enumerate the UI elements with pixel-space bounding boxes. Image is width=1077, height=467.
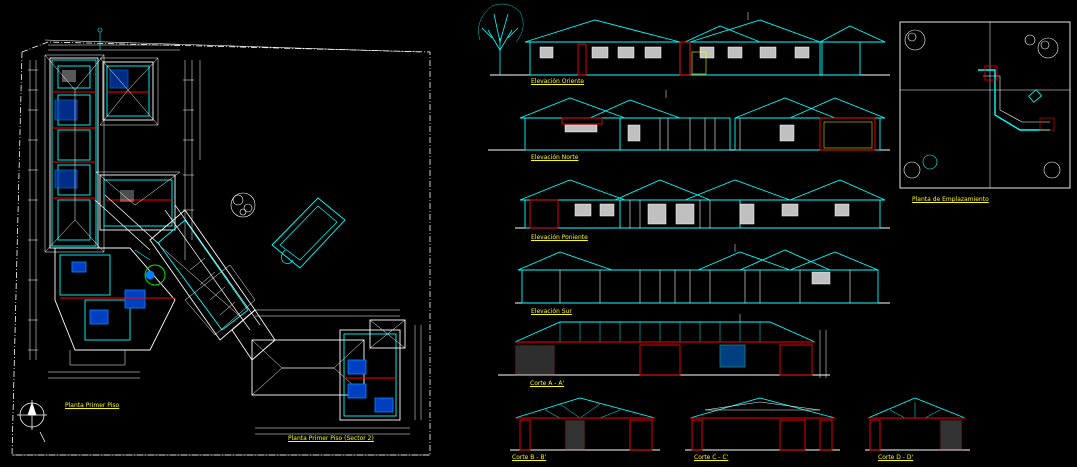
site-plan [899, 21, 1071, 189]
elevation-norte [488, 90, 890, 151]
title-elevacion-oriente: Elevación Oriente [531, 78, 585, 85]
south-wing [231, 309, 406, 421]
title-corte-b: Corte B - B' [512, 454, 547, 461]
north-arrow-icon [17, 400, 47, 443]
title-planta-primer-piso-sector-2: Planta Primer Piso (Sector 2) [288, 436, 374, 442]
section-a [498, 314, 830, 378]
title-corte-a: Corte A - A' [530, 380, 565, 387]
section-c [685, 397, 840, 451]
living-area [54, 247, 176, 366]
section-d [865, 397, 970, 451]
title-planta-emplazamiento: Planta de Emplazamiento [912, 196, 989, 203]
corridor [94, 194, 261, 331]
pool [271, 197, 346, 269]
middle-room [95, 171, 181, 231]
tree-elevation [478, 3, 524, 75]
title-planta-primer-piso-2-text: Planta Primer Piso [288, 435, 343, 442]
tree-symbol [230, 192, 256, 218]
title-corte-c: Corte C - C' [694, 454, 729, 461]
property-boundary [11, 41, 431, 456]
title-planta-primer-piso-2-suffix: (Sector 2) [344, 435, 374, 442]
floor-plan [11, 27, 431, 456]
title-elevacion-norte: Elevación Norte [531, 154, 579, 161]
elevation-sur [515, 244, 890, 304]
elevation-poniente [515, 179, 890, 229]
title-corte-d: Corte D - D' [878, 454, 914, 461]
elevation-oriente [490, 12, 890, 76]
title-elevacion-poniente: Elevación Poniente [531, 234, 588, 241]
upper-bedrooms [99, 57, 159, 126]
section-b [510, 397, 660, 451]
title-planta-primer-piso: Planta Primer Piso [65, 402, 120, 409]
title-elevacion-sur: Elevación Sur [531, 308, 572, 315]
